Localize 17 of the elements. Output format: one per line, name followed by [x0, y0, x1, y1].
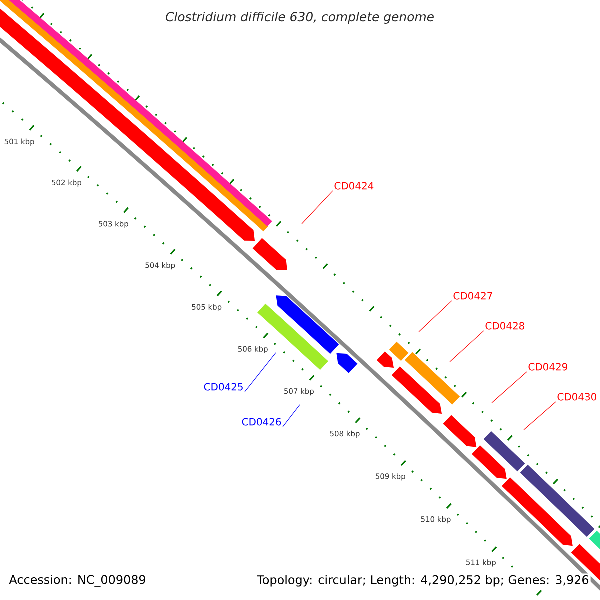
- title: Clostridium difficile 630, complete genome: [166, 12, 434, 24]
- leader-line: [282, 404, 300, 428]
- gene-label: CD0424: [334, 182, 374, 190]
- leader-line: [302, 190, 334, 224]
- genome-info-text: Topology: circular; Length: 4,290,252 bp; Genes: 3,926: [256, 574, 591, 588]
- leader-line: [244, 352, 276, 392]
- gene-label: CD0425: [204, 383, 243, 391]
- leader-line: [524, 402, 556, 430]
- leader-line: [492, 372, 528, 404]
- accession-text: Accession: NC_009089: [9, 575, 146, 587]
- gene-label: CD0429: [528, 363, 568, 371]
- leader-line: [418, 300, 452, 332]
- gene-label: CD0430: [558, 393, 597, 401]
- leader-line: [450, 330, 484, 362]
- gene-label: CD0427: [454, 292, 492, 300]
- gene-label: CD0428: [486, 322, 524, 330]
- gene-label: CD0426: [242, 418, 282, 426]
